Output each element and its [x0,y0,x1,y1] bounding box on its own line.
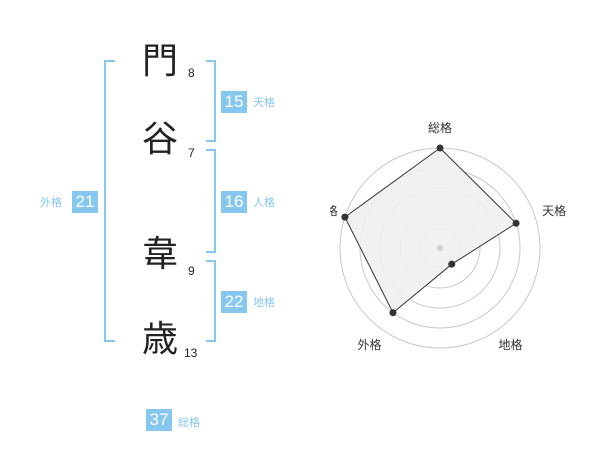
gaikaku-label: 外格 [40,196,62,209]
jinkaku-value-badge: 16 [221,191,247,213]
jinkaku-label: 人格 [253,196,275,209]
radar-point-3 [448,260,456,268]
radar-data-points [341,144,520,317]
radar-data-area [344,147,517,314]
radar-center-dot [437,245,443,251]
chikaku-bracket [206,260,216,342]
radar-axis-label-5: 人格 [330,203,338,218]
chikaku-value-badge: 22 [221,291,247,313]
stroke-count-4: 13 [184,346,198,360]
gaikaku-bracket [104,60,115,342]
radar-axis-label-1: 総格 [428,120,452,135]
radar-axis-label-4: 外格 [357,337,381,352]
radar-axis-label-2: 天格 [542,203,566,218]
soukaku-label: 総格 [178,416,200,429]
tenkaku-bracket [206,60,216,142]
chikaku-label: 地格 [253,296,275,309]
name-char-4: 歳 [141,319,178,360]
radar-axis-label-3: 地格 [499,337,523,352]
name-char-2: 谷 [141,119,178,160]
stroke-count-3: 9 [188,264,195,278]
name-char-1: 門 [141,41,178,82]
radar-point-4 [389,309,397,317]
radar-point-2 [512,219,520,227]
radar-point-1 [436,144,444,152]
stroke-count-1: 8 [188,66,195,80]
name-char-3: 韋 [141,234,178,275]
tenkaku-label: 天格 [253,96,275,109]
gaikaku-value-badge: 21 [72,191,98,213]
stroke-count-2: 7 [188,146,195,160]
jinkaku-bracket [206,149,216,253]
soukaku-value-badge: 37 [146,409,172,431]
tenkaku-value-badge: 15 [221,91,247,113]
radar-point-5 [341,213,349,221]
